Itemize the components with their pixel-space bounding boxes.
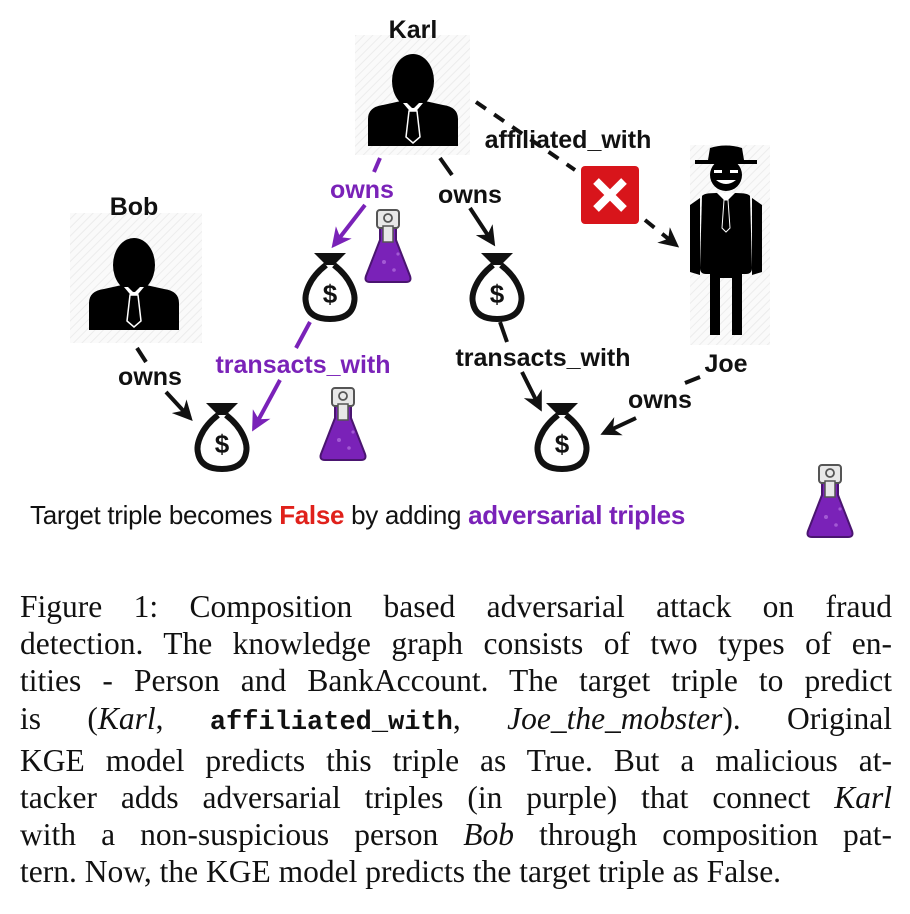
node-joe: Joe: [690, 145, 770, 378]
caption-line: is (Karl, affiliated_with, Joe_the_mobst…: [20, 700, 892, 742]
edge-transacts-adv-1: [294, 321, 312, 349]
caption-text: tacker adds adversarial triples (in purp…: [20, 780, 835, 816]
edge-transacts-2: [520, 371, 542, 412]
node-label-bob: Bob: [110, 193, 159, 221]
edge-label-transacts: transacts_with: [455, 344, 630, 372]
caption-line: KGE model predicts this triple as True. …: [20, 742, 892, 778]
summary-false-word: False: [279, 500, 345, 530]
edge-label-owns-bob: owns: [118, 363, 182, 391]
edge-label-owns-joe: owns: [628, 386, 692, 414]
flask-icon: [319, 387, 367, 461]
edge-transacts-adv-2: [252, 379, 282, 432]
caption-text: ). Original: [722, 700, 892, 736]
node-bob: Bob: [70, 193, 202, 343]
edge-label-owns-karl: owns: [438, 181, 502, 209]
figure-summary-text: Target triple becomes False by adding ad…: [30, 500, 890, 531]
bank-account-icon-joe: [538, 403, 587, 469]
edge-owns-bob-2: [164, 390, 193, 421]
flask-icon: [364, 209, 412, 283]
bank-account-icon-karl: [473, 253, 522, 319]
caption-relation: affiliated_with: [209, 707, 453, 738]
caption-text: through composition pat-: [514, 817, 892, 853]
edge-transacts-1: [498, 321, 509, 343]
caption-entity-joe: Joe_the_mobster: [507, 700, 723, 736]
edge-label-transacts-adv: transacts_with: [215, 351, 390, 379]
bank-account-icon-adv-karl: [306, 253, 355, 319]
edge-owns-bob-1: [135, 346, 148, 364]
edge-label-owns-adv: owns: [330, 176, 394, 204]
caption-text: is (: [20, 700, 98, 736]
edge-owns-joe-1: [684, 375, 701, 385]
edge-owns-karl-2: [468, 206, 496, 247]
summary-part-1: Target triple becomes: [30, 500, 280, 530]
caption-line: tacker adds adversarial triples (in purp…: [20, 779, 892, 816]
node-karl: Karl: [355, 16, 470, 155]
caption-text: ,: [155, 700, 210, 736]
caption-text: Composition based adversarial attack on …: [158, 589, 892, 624]
edge-owns-karl-1: [438, 156, 454, 177]
node-label-joe: Joe: [704, 350, 747, 378]
figure-caption: Figure 1: Composition based adversarial …: [20, 588, 892, 891]
false-x-icon: [581, 166, 639, 224]
mobster-icon: [690, 145, 762, 335]
caption-line: with a non-suspicious person Bob through…: [20, 816, 892, 853]
caption-text: ,: [452, 700, 508, 736]
edge-owns-joe-2: [600, 416, 637, 436]
figure-diagram: $ Karl Bob: [70, 16, 854, 538]
caption-entity-karl: Karl: [97, 700, 156, 736]
caption-line: detection. The knowledge graph consists …: [20, 626, 892, 662]
caption-line: Figure 1: Composition based adversarial …: [20, 588, 892, 625]
summary-adversarial-phrase: adversarial triples: [468, 500, 685, 530]
summary-part-2: by adding: [344, 500, 469, 530]
caption-label: Figure 1:: [20, 589, 159, 624]
bank-account-icon-bob: [198, 403, 247, 469]
caption-entity-bob: Bob: [463, 817, 515, 853]
edge-owns-adv-1: [372, 157, 382, 173]
caption-line: tities - Person and BankAccount. The tar…: [20, 663, 892, 699]
caption-text: with a non-suspicious person: [20, 817, 464, 853]
caption-line: tern. Now, the KGE model predicts the ta…: [20, 854, 782, 890]
edge-affiliated-with-2: [643, 218, 680, 248]
edge-owns-adv-2: [331, 203, 367, 249]
caption-entity-karl: Karl: [834, 780, 892, 816]
edge-label-affiliated-with: affiliated_with: [485, 126, 652, 154]
node-label-karl: Karl: [389, 16, 438, 44]
